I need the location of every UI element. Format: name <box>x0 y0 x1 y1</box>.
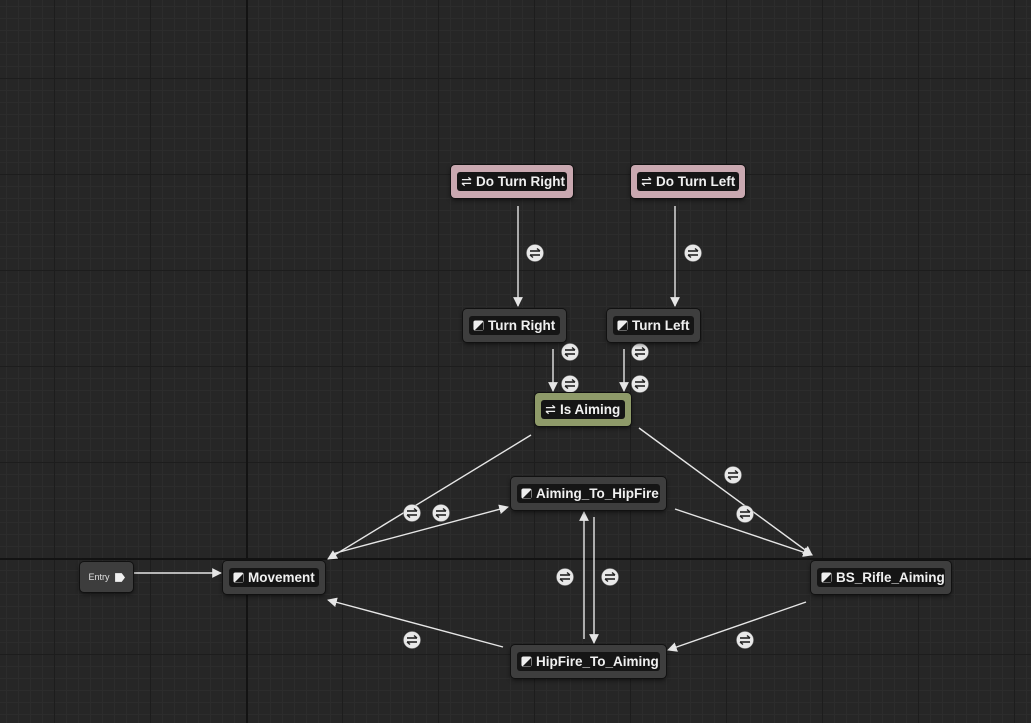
play-arrow-icon <box>114 572 125 582</box>
entry-node[interactable]: Entry <box>80 562 133 592</box>
conduit-icon <box>461 176 472 187</box>
state-label: Aiming_To_HipFire <box>536 486 659 501</box>
state-icon <box>821 572 832 583</box>
state-icon <box>521 488 532 499</box>
conduit-node-do-turn-right[interactable]: Do Turn Right <box>451 165 573 198</box>
transition-rule-icon[interactable] <box>402 503 422 523</box>
state-node-bs-rifle-aiming[interactable]: BS_Rifle_Aiming <box>811 561 951 594</box>
alias-icon <box>545 404 556 415</box>
transition-rule-icon[interactable] <box>555 567 575 587</box>
transition-rule-icon[interactable] <box>630 342 650 362</box>
state-node-turn-right[interactable]: Turn Right <box>463 309 566 342</box>
transition-rule-icon[interactable] <box>560 374 580 394</box>
transition-isaiming-movement <box>327 434 532 560</box>
alias-node-is-aiming[interactable]: Is Aiming <box>535 393 631 426</box>
state-label: Is Aiming <box>560 402 621 417</box>
transition-bsrifleaiming-hipfiretoaiming <box>667 601 807 652</box>
transition-rule-icon[interactable] <box>723 465 743 485</box>
transition-rule-icon[interactable] <box>402 630 422 650</box>
state-label: Do Turn Left <box>656 174 736 189</box>
state-node-hipfire-to-aiming[interactable]: HipFire_To_Aiming <box>511 645 666 678</box>
transition-aimingtohipfire-bsrifleaiming <box>674 508 813 557</box>
transition-rule-icon[interactable] <box>600 567 620 587</box>
transition-rule-icon[interactable] <box>630 374 650 394</box>
conduit-icon <box>641 176 652 187</box>
transition-rule-icon[interactable] <box>560 342 580 362</box>
state-label: HipFire_To_Aiming <box>536 654 659 669</box>
state-label: Do Turn Right <box>476 174 565 189</box>
state-icon <box>521 656 532 667</box>
transition-rule-icon[interactable] <box>683 243 703 263</box>
transition-isaiming-bsrifleaiming <box>638 427 813 556</box>
transition-rule-icon[interactable] <box>431 503 451 523</box>
entry-label: Entry <box>88 572 110 582</box>
state-label: BS_Rifle_Aiming <box>836 570 945 585</box>
state-icon <box>473 320 484 331</box>
transition-rule-icon[interactable] <box>525 243 545 263</box>
transition-movement-aimingtohipfire <box>331 504 509 555</box>
conduit-node-do-turn-left[interactable]: Do Turn Left <box>631 165 745 198</box>
state-label: Turn Left <box>632 318 690 333</box>
state-icon <box>617 320 628 331</box>
state-node-turn-left[interactable]: Turn Left <box>607 309 700 342</box>
state-label: Movement <box>248 570 315 585</box>
transition-rule-icon[interactable] <box>735 630 755 650</box>
transition-hipfiretoaiming-movement <box>327 597 504 648</box>
state-node-aiming-to-hipfire[interactable]: Aiming_To_HipFire <box>511 477 666 510</box>
state-label: Turn Right <box>488 318 556 333</box>
transition-rule-icon[interactable] <box>735 504 755 524</box>
state-node-movement[interactable]: Movement <box>223 561 325 594</box>
state-icon <box>233 572 244 583</box>
